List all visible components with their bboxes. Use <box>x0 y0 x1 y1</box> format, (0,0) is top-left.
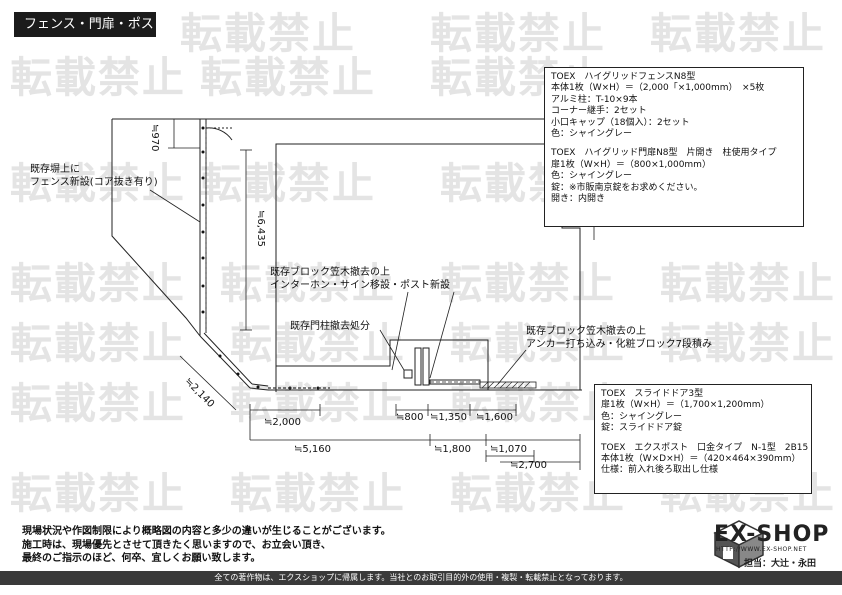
watermark-text: 転載禁止 <box>10 379 187 428</box>
watermark-text: 転載禁止 <box>200 159 377 208</box>
watermark-text: 転載禁止 <box>200 53 377 102</box>
dimension-1070: ≒1,070 <box>490 444 528 455</box>
annotation-fence-on-wall: 既存塀上に フェンス新設(コア抜き有り) <box>30 164 158 188</box>
watermark-text: 転載禁止 <box>440 259 617 308</box>
watermark-text: 転載禁止 <box>660 319 837 368</box>
dimension-1800: ≒1,800 <box>434 444 472 455</box>
dimension-6435: ≒6,435 <box>255 210 266 248</box>
watermark-text: 転載禁止 <box>10 469 187 518</box>
dimension-800: ≒800 <box>396 412 424 423</box>
dimension-1600: ≒1,600 <box>476 412 514 423</box>
logo-url: HTTP://WWW.EX-SHOP.NET <box>716 546 807 553</box>
staff-label: 担当：大辻・永田 <box>744 559 817 569</box>
watermark-text: 転載禁止 <box>230 469 407 518</box>
dimension-2700: ≒2,700 <box>510 460 548 471</box>
copyright-bar: 全ての著作物は、エクスショップに帰属します。当社とのお取引目的外の使用・複製・転… <box>0 571 842 585</box>
watermark-text: 転載禁止 <box>180 9 357 58</box>
watermark-text: 転載禁止 <box>10 159 187 208</box>
watermark-text: 転載禁止 <box>10 319 187 368</box>
page-title: フェンス・門扉・ポスト <box>14 12 156 57</box>
annotation-gate-pillar-removal: 既存門柱撤去処分 <box>290 321 370 332</box>
watermark-text: 転載禁止 <box>450 319 627 368</box>
watermark-text: 転載禁止 <box>230 319 407 368</box>
footer-notes: 現場状況や作図制限により概略図の内容と多少の違いが生じることがございます。 施工… <box>22 526 391 564</box>
watermark-text: 転載禁止 <box>10 53 187 102</box>
dimension-970: ≒970 <box>149 124 160 152</box>
site-boundary-left <box>111 119 201 337</box>
watermark-text: 転載禁止 <box>220 259 397 308</box>
spec-box-door-post: TOEX スライドドア3型 扉1枚（W×H）＝（1,700×1,200mm） 色… <box>594 384 812 494</box>
dimension-5160: ≒5,160 <box>294 444 332 455</box>
dimension-1350: ≒1,350 <box>430 412 468 423</box>
watermark-text: 転載禁止 <box>660 259 837 308</box>
house-step <box>276 339 489 390</box>
logo-brand: EX-SHOP <box>714 522 830 547</box>
watermark-text: 転載禁止 <box>430 9 607 58</box>
watermark-text: 転載禁止 <box>650 9 827 58</box>
annotation-anchor-block: 既存ブロック笠木撤去の上 アンカー打ち込み・化粧ブロック7段積み <box>526 326 712 350</box>
watermark: 転載禁止 転載禁止 転載禁止 転載禁止 転載禁止 転載禁止 転載禁止 転載禁止 … <box>10 9 837 518</box>
annotation-block-cap-removal: 既存ブロック笠木撤去の上 インターホン・サイン移設・ポスト新設 <box>270 267 450 291</box>
spec-box-fence: TOEX ハイグリッドフェンスN8型 本体1枚（W×H）＝（2,000「×1,0… <box>544 67 804 227</box>
ex-shop-logo-icon <box>713 520 765 569</box>
dimension-2000: ≒2,000 <box>264 417 302 428</box>
